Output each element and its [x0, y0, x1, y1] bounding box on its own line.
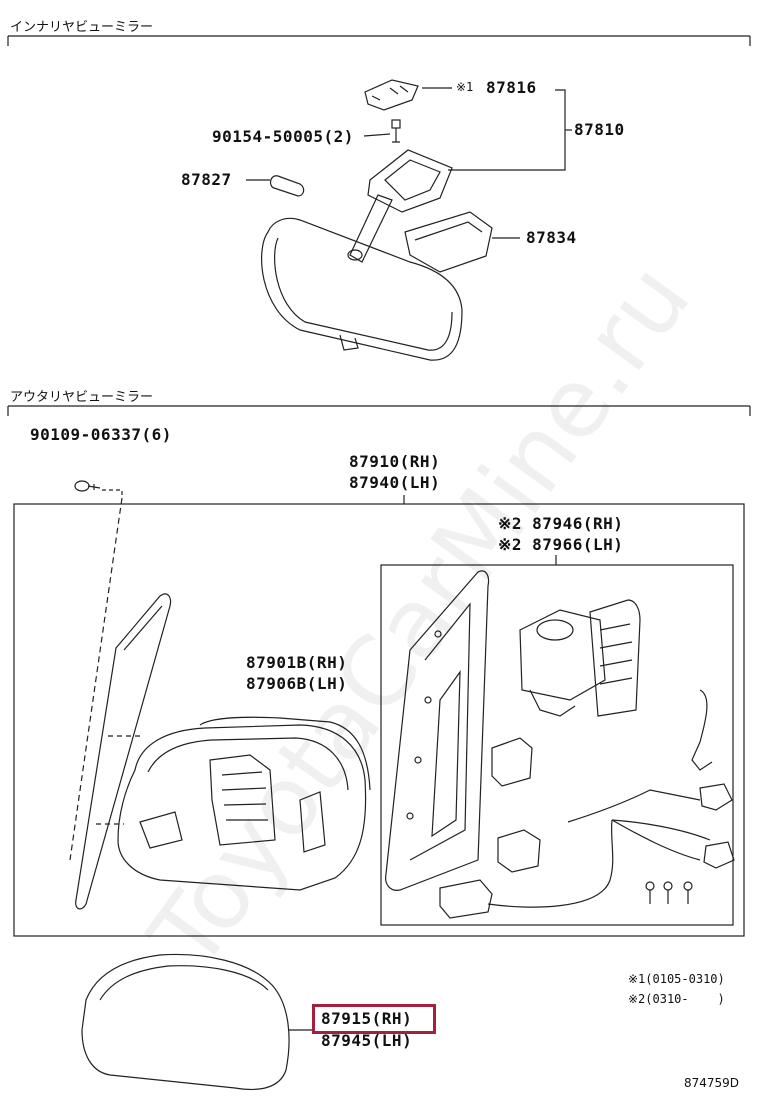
footnote-2: ※2(0310- )	[628, 992, 725, 1006]
section-divider-inner	[7, 35, 751, 46]
wire-harness-drawing	[487, 783, 735, 908]
part-number-87834[interactable]: 87834	[526, 228, 577, 247]
part-number-90154[interactable]: 90154-50005(2)	[212, 127, 354, 146]
mirror-cover-drawing	[81, 953, 312, 1091]
part-number-87915[interactable]: 87915(RH)	[321, 1009, 413, 1028]
section-title-outer: アウタリヤビューミラー	[10, 390, 154, 405]
diagram-code: 874759D	[684, 1076, 740, 1090]
part-number-87810[interactable]: 87810	[574, 120, 625, 139]
highlight-box-87915	[312, 1004, 436, 1034]
screw-90109-drawing	[69, 480, 123, 861]
connector-drawings	[439, 689, 713, 919]
part-number-87940[interactable]: 87940(LH)	[349, 473, 441, 492]
part-number-87816[interactable]: 87816	[486, 78, 537, 97]
part-number-90109[interactable]: 90109-06337(6)	[30, 425, 172, 444]
footnote-1: ※1(0105-0310)	[628, 972, 725, 986]
mirror-housing-drawing	[117, 716, 371, 891]
mirror-motor-drawing	[519, 599, 641, 717]
mirror-base-drawing	[385, 570, 490, 891]
part-number-87901b[interactable]: 87901B(RH)	[246, 653, 348, 672]
inner-mirror-drawing	[246, 79, 572, 361]
part-number-87910[interactable]: 87910(RH)	[349, 452, 441, 471]
part-number-87966[interactable]: ※2 87966(LH)	[498, 535, 624, 554]
outer-assembly-frame	[13, 495, 745, 937]
mirror-glass-drawing	[75, 593, 172, 910]
section-divider-outer	[7, 405, 751, 416]
part-number-87906b[interactable]: 87906B(LH)	[246, 674, 348, 693]
note-mark-87816: ※1	[456, 80, 474, 94]
section-title-inner: インナリヤビューミラー	[10, 20, 154, 35]
part-number-87946[interactable]: ※2 87946(RH)	[498, 514, 624, 533]
part-number-87945[interactable]: 87945(LH)	[321, 1031, 413, 1050]
part-number-87827[interactable]: 87827	[181, 170, 232, 189]
